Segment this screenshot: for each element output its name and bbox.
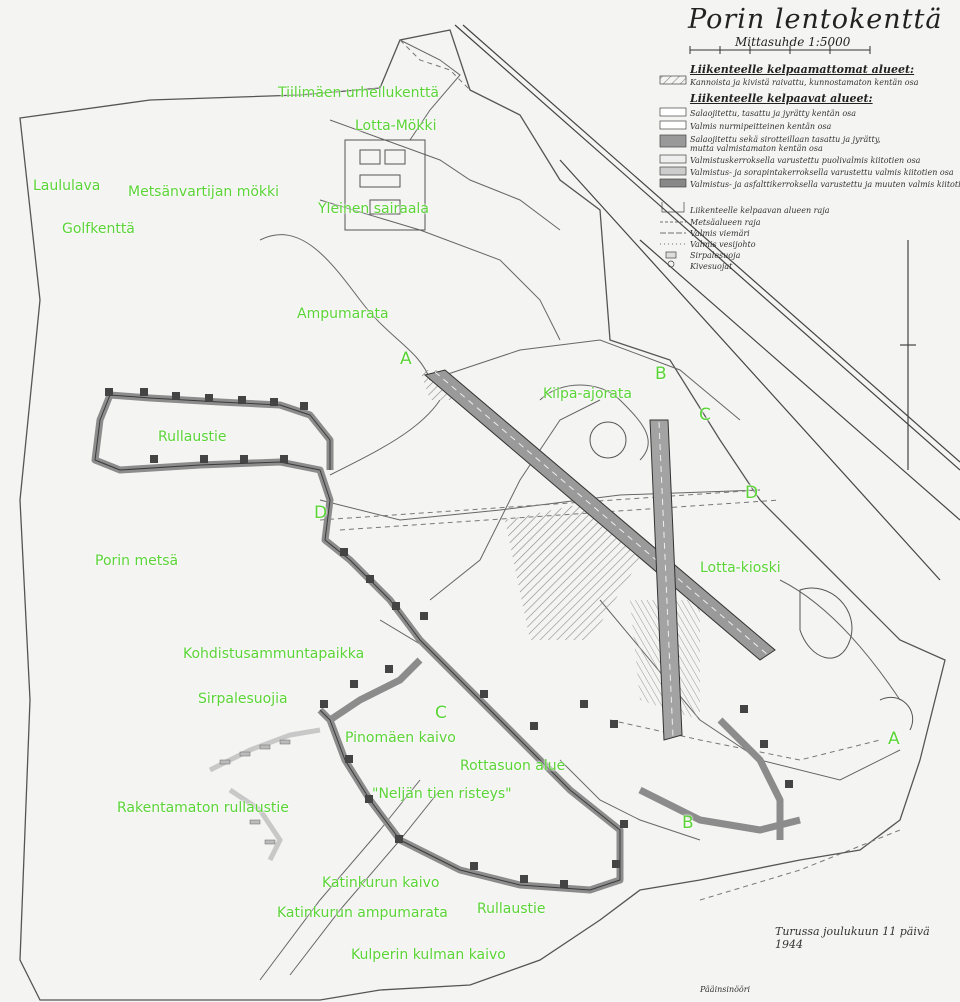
place-label: Lotta-kioski [700,560,781,576]
legend-row: Kivesuojat [690,262,733,271]
place-label: Sirpalesuojia [198,691,288,707]
legend-usable-heading: Liikenteelle kelpaavat alueet: [690,92,873,105]
legend-row: Valmistus- ja sorapintakerroksella varus… [690,168,954,177]
place-label: Katinkurun ampumarata [277,905,448,921]
runway-cross [649,419,683,741]
place-label: Rottasuon alue [460,758,566,774]
place-label: Rakentamaton rullaustie [117,800,289,816]
place-label: Tiilimäen urheilukenttä [278,85,440,101]
place-label: Lotta-Mökki [355,118,437,134]
place-label: Kohdistusammuntapaikka [183,646,365,662]
place-label: Kilpa-ajorata [543,386,632,402]
place-label: Metsänvartijan mökki [128,184,280,200]
map-title: Porin lentokenttä [688,4,943,35]
legend-row: Valmis viemäri [690,229,750,238]
blast-shelters [219,739,291,845]
place-label: Rullaustie [477,901,546,917]
runway-end-label: B [682,813,694,833]
signature-signer: Pääinsinööri [700,985,751,994]
map-scale: Mittasuhde 1:5000 [735,35,851,49]
taxiway-centerline [94,394,621,891]
railway [454,24,960,581]
place-label: Katinkurun kaivo [322,875,440,891]
legend-row: Metsäalueen raja [690,218,761,227]
place-label: Rullaustie [158,429,227,445]
runway-end-label: B [655,364,667,384]
legend-row: Valmis nurmipeitteinen kentän osa [690,122,832,131]
place-label: Ampumarata [297,306,389,322]
place-label: Yleinen sairaala [318,201,429,217]
runway-end-label: A [400,349,412,369]
place-label: "Neljän tien risteys" [372,786,512,802]
runway-end-label: A [888,729,900,749]
legend-row: Liikenteelle kelpaavan alueen raja [690,206,830,215]
legend-row: Valmis vesijohto [690,240,756,249]
dispersal-pens [105,388,793,888]
legend-row: mutta valmistamaton kentän osa [690,144,823,153]
north-marker [900,240,916,470]
runway-end-label: C [699,405,711,425]
place-label: Golfkenttä [62,221,135,237]
runway-main [423,369,776,661]
runway-end-label: D [314,503,328,523]
place-label: Laululava [33,178,101,194]
legend-row: Sirpalesuoja [690,251,741,260]
area-boundary [19,29,946,1001]
legend-row: Salaojitettu sekä sirotteillaan tasattu … [690,135,881,144]
place-label: Porin metsä [95,553,179,569]
runway-end-label: D [745,483,759,503]
hospital-block [344,139,426,231]
signature-place-date: Turussa joulukuun 11 päivä 1944 [775,925,930,951]
legend-row: Valmistuskerroksella varustettu puolival… [690,156,921,165]
runway-end-label: C [435,703,447,723]
legend-unusable-heading: Liikenteelle kelpaamattomat alueet: [690,63,915,76]
legend-row: Salaojitettu, tasattu ja jyrätty kentän … [690,109,857,118]
legend-row: Kannoista ja kivistä raivattu, kunnostam… [690,78,919,87]
scale-bar [689,46,871,54]
place-label: Kulperin kulman kaivo [351,947,506,963]
legend-row: Valmistus- ja asfalttikerroksella varust… [690,180,960,189]
round-features [589,421,914,731]
legend-swatches [659,75,687,268]
place-label: Pinomäen kaivo [345,730,456,746]
